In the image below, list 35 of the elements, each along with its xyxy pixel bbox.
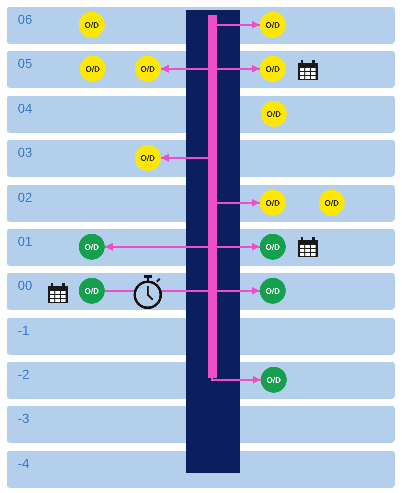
floor-label: 03 xyxy=(18,145,32,160)
arrow xyxy=(105,243,208,251)
floor-label: -1 xyxy=(18,323,30,338)
origin-destination-circle: O/D xyxy=(79,12,105,38)
floor-label: 04 xyxy=(18,101,32,116)
arrow xyxy=(161,65,208,73)
arrow xyxy=(217,21,260,29)
origin-destination-circle: O/D xyxy=(261,101,287,127)
arrow xyxy=(217,65,260,73)
origin-destination-circle: O/D xyxy=(135,56,161,82)
origin-destination-circle: O/D xyxy=(135,145,161,171)
arrow xyxy=(217,243,260,251)
origin-destination-circle: O/D xyxy=(80,56,106,82)
floor-label: -2 xyxy=(18,367,30,382)
floor-label: -3 xyxy=(18,411,30,426)
origin-destination-circle: O/D xyxy=(260,190,286,216)
elevator-travel-bar xyxy=(208,15,217,378)
floor-label: 06 xyxy=(18,12,32,27)
floor-label: 01 xyxy=(18,234,32,249)
floor-label: 02 xyxy=(18,190,32,205)
floor-label: 00 xyxy=(18,278,32,293)
origin-destination-circle: O/D xyxy=(261,367,287,393)
origin-destination-circle: O/D xyxy=(260,234,286,260)
origin-destination-circle: O/D xyxy=(79,234,105,260)
arrow xyxy=(212,376,261,384)
origin-destination-circle: O/D xyxy=(260,12,286,38)
arrow xyxy=(161,154,208,162)
origin-destination-circle: O/D xyxy=(319,190,345,216)
origin-destination-circle: O/D xyxy=(260,56,286,82)
origin-destination-circle: O/D xyxy=(79,278,105,304)
origin-destination-circle: O/D xyxy=(260,278,286,304)
floor-band xyxy=(7,451,395,488)
floor-label: 05 xyxy=(18,56,32,71)
arrow xyxy=(217,199,260,207)
floor-label: -4 xyxy=(18,456,30,471)
